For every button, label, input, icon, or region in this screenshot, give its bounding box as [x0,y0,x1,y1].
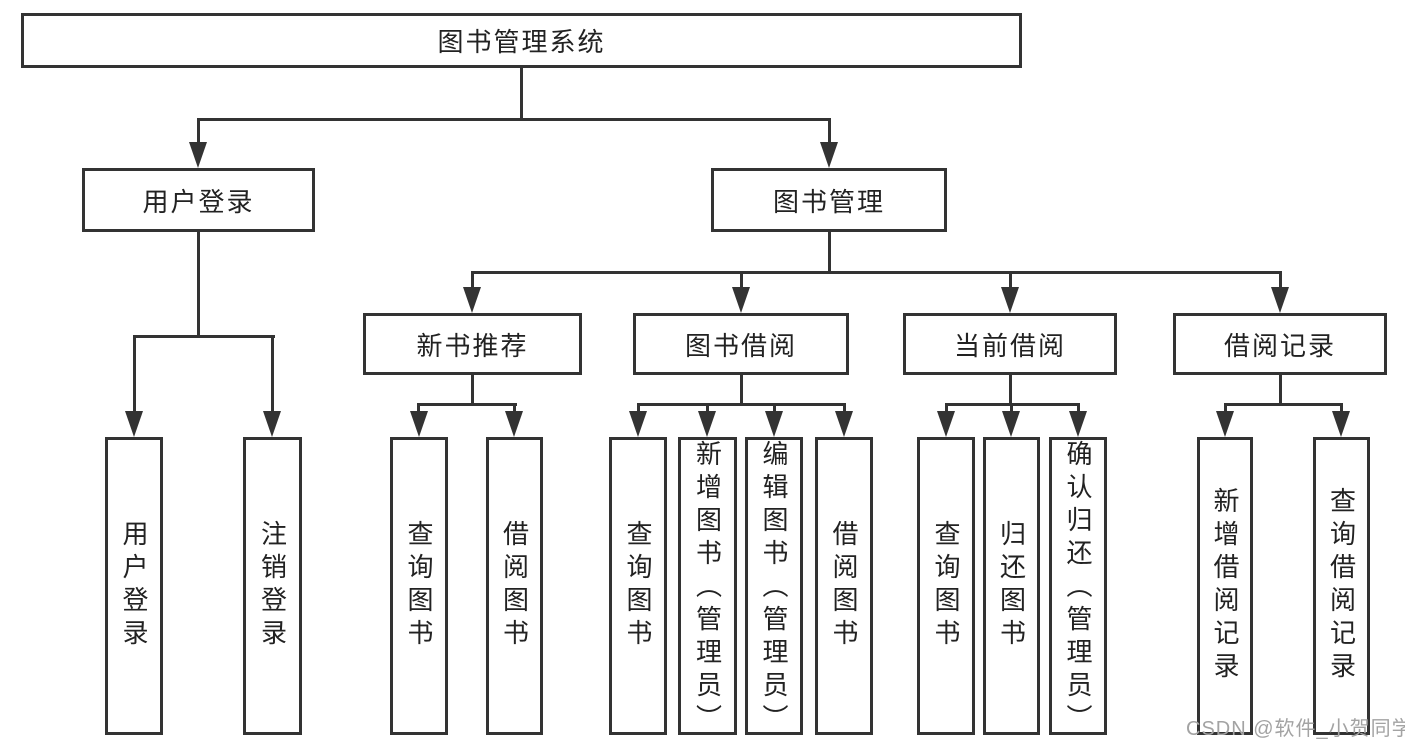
node-current-borrowing: 当前借阅 [903,313,1117,375]
arrowhead-down [410,411,428,437]
node-new-book-recommend: 新书推荐 [363,313,582,375]
connector-hline [133,335,275,338]
connector-vline [197,230,200,338]
leaf-query-borrow-record-label: 查询借阅记录 [1326,487,1357,685]
leaf-confirm-return-admin: 确认归还（管理员） [1049,437,1107,737]
leaf-query-books-2-label: 查询图书 [623,520,653,652]
arrowhead-down [765,411,783,437]
connector-vline [740,271,743,291]
connector-hline [417,403,517,406]
leaf-logout-label: 注销登录 [257,520,288,652]
leaf-add-borrow-record-label: 新增借阅记录 [1210,487,1240,685]
connector-vline [1279,271,1282,291]
arrowhead-down [1332,411,1350,437]
arrowhead-down [698,411,716,437]
node-library-system: 图书管理系统 [21,13,1022,68]
connector-hline [1224,403,1343,406]
node-book-management-label: 图书管理 [772,186,885,217]
arrowhead-down [1271,287,1289,313]
node-current-borrowing-label: 当前借阅 [953,330,1066,361]
arrowhead-down [505,411,523,437]
leaf-add-books-admin-label: 新增图书（管理员） [692,440,723,737]
connector-vline [1077,403,1080,415]
watermark: CSDN @软件_小贺同学 [1186,718,1405,740]
connector-hline [637,403,846,406]
arrowhead-down [820,142,838,168]
leaf-user-login-label: 用户登录 [119,520,149,652]
connector-vline [740,373,743,406]
connector-vline [1010,403,1013,415]
connector-vline [417,403,420,415]
connector-vline [133,335,136,413]
connector-vline [945,403,948,415]
connector-vline [1009,373,1012,406]
connector-vline [637,403,640,415]
connector-hline [471,271,1282,274]
connector-vline [271,335,274,413]
node-user-login-label: 用户登录 [142,186,255,217]
leaf-borrow-books-2-label: 借阅图书 [829,520,859,652]
connector-vline [828,118,831,146]
node-library-system-label: 图书管理系统 [437,27,606,57]
leaf-logout: 注销登录 [243,437,302,735]
connector-vline [513,403,516,415]
connector-vline [471,373,474,406]
leaf-edit-books-admin: 编辑图书（管理员） [745,437,803,737]
arrowhead-down [629,411,647,437]
arrowhead-down [1216,411,1234,437]
leaf-query-books-3-label: 查询图书 [931,520,961,652]
node-book-borrowing: 图书借阅 [633,313,849,375]
leaf-query-books-1: 查询图书 [390,437,448,735]
connector-vline [773,403,776,415]
connector-vline [1340,403,1343,415]
node-borrowing-records: 借阅记录 [1173,313,1387,375]
node-book-management: 图书管理 [711,168,947,232]
arrowhead-down [463,287,481,313]
arrowhead-down [125,411,143,437]
connector-vline [197,118,200,146]
leaf-borrow-books-1-label: 借阅图书 [499,520,530,652]
node-borrowing-records-label: 借阅记录 [1223,330,1336,361]
connector-hline [197,118,831,121]
connector-vline [1224,403,1227,415]
connector-vline [843,403,846,415]
arrowhead-down [937,411,955,437]
connector-vline [706,403,709,415]
arrowhead-down [1069,411,1087,437]
connector-vline [471,271,474,291]
leaf-add-borrow-record: 新增借阅记录 [1197,437,1253,735]
connector-vline [1009,271,1012,291]
leaf-borrow-books-1: 借阅图书 [486,437,543,735]
leaf-confirm-return-admin-label: 确认归还（管理员） [1063,440,1093,737]
leaf-query-books-1-label: 查询图书 [404,520,434,652]
connector-vline [828,230,831,273]
arrowhead-down [732,287,750,313]
leaf-query-borrow-record: 查询借阅记录 [1313,437,1370,735]
arrowhead-down [835,411,853,437]
arrowhead-down [1002,411,1020,437]
node-book-borrowing-label: 图书借阅 [684,330,797,361]
leaf-add-books-admin: 新增图书（管理员） [678,437,737,737]
arrowhead-down [189,142,207,168]
node-user-login: 用户登录 [82,168,315,232]
arrowhead-down [1001,287,1019,313]
leaf-borrow-books-2: 借阅图书 [815,437,873,735]
node-new-book-recommend-label: 新书推荐 [416,330,529,361]
leaf-return-books-label: 归还图书 [996,520,1027,652]
leaf-user-login: 用户登录 [105,437,163,735]
leaf-query-books-2: 查询图书 [609,437,667,735]
leaf-return-books: 归还图书 [983,437,1040,735]
leaf-query-books-3: 查询图书 [917,437,975,735]
arrowhead-down [263,411,281,437]
connector-vline [1279,373,1282,406]
connector-vline [520,66,523,121]
leaf-edit-books-admin-label: 编辑图书（管理员） [759,440,789,737]
